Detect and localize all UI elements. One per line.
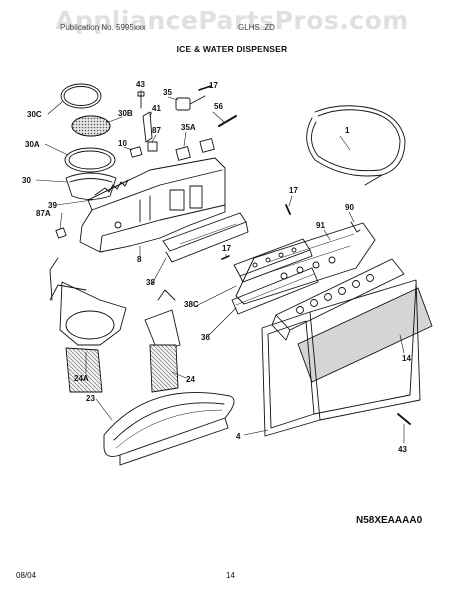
board-38c-part [233,238,313,283]
panel-14-part [297,287,433,383]
callout-35a: 35A [181,123,196,132]
callout-87a: 87A [36,209,51,218]
callout-4: 4 [236,432,241,441]
funnel-part [65,172,117,200]
plate-10-part [129,146,143,158]
callout-24a: 24A [74,374,89,383]
callout-43-top: 43 [136,80,145,89]
callout-1: 1 [345,126,350,135]
clip-87-part [147,141,158,152]
water-tube-part [306,105,406,186]
footer-date: 08/04 [16,571,37,580]
page-title: ICE & WATER DISPENSER [176,44,288,54]
dispenser-frame-part [261,279,421,437]
callout-17-low: 17 [222,244,231,253]
callout-43-bottom: 43 [398,445,407,454]
callout-90: 90 [345,203,354,212]
clip-90-part [350,221,361,233]
screw-43-bottom-part [397,413,411,425]
ring-30a-part [64,147,116,173]
callout-39: 39 [48,201,57,210]
callout-8: 8 [137,255,142,264]
callout-17-top: 17 [209,81,218,90]
callout-30: 30 [22,176,31,185]
callout-41: 41 [152,104,161,113]
callout-30c: 30C [27,110,42,119]
pin-56-part [218,115,237,127]
callout-14: 14 [402,354,411,363]
header-publication: Publication No. 5995xxx [60,23,146,32]
callout-35: 35 [163,88,172,97]
callout-56: 56 [214,102,223,111]
dispenser-housing-part [79,157,226,253]
footer-page-number: 14 [226,571,235,580]
bracket-87a-part [55,227,67,239]
gasket-ring-part [60,83,102,109]
chute-24a-part [49,257,127,393]
callout-91: 91 [316,221,325,230]
diagram-code: N58XEAAAA0 [356,515,423,526]
switches-35a-part [175,138,215,161]
chute-24-part [144,289,181,393]
leader-lines [35,89,405,444]
screw-17-mid-part [285,204,291,215]
callout-17-mid: 17 [289,186,298,195]
faceplate-91-part [235,222,376,305]
screw-43-top-part [137,91,145,109]
control-board-38-part [162,212,249,263]
callout-38c: 38C [184,300,199,309]
callout-30a: 30A [25,140,40,149]
panel-36-part [231,267,319,315]
header-model: GLHS..ZD [238,23,275,32]
callout-36: 36 [201,333,210,342]
watermark: AppliancePartsPros.com [55,6,409,35]
lever-41-part [142,111,153,143]
screw-17-low-part [221,255,230,260]
callout-10: 10 [118,139,127,148]
callout-30b: 30B [118,109,133,118]
drip-tray-23-part [103,391,235,466]
callout-87: 87 [152,126,161,135]
callout-23: 23 [86,394,95,403]
mesh-filter-part [71,115,111,137]
callout-24: 24 [186,375,195,384]
callout-38: 38 [146,278,155,287]
screw-17-top-part [198,85,212,91]
front-control-panel-part [271,258,405,341]
switch-35-part [175,95,206,111]
